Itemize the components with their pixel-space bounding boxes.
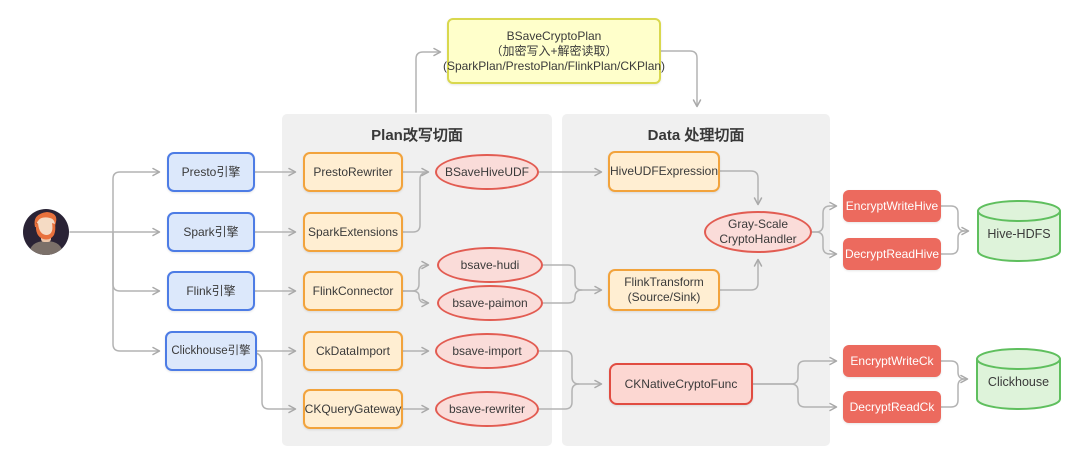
decrypt-read-ck-node: DecryptReadCk bbox=[843, 391, 941, 423]
clickhouse-db-label: Clickhouse bbox=[987, 375, 1050, 390]
flink-engine-node: Flink引擎 bbox=[167, 271, 255, 311]
decrypt-read-ck-label: DecryptReadCk bbox=[849, 399, 935, 414]
hive-udf-expression-node: HiveUDFExpression bbox=[608, 151, 720, 192]
presto-rewriter-node: PrestoRewriter bbox=[303, 152, 403, 192]
presto-rewriter-label: PrestoRewriter bbox=[313, 164, 393, 179]
hive-hdfs-label: Hive-HDFS bbox=[987, 227, 1051, 242]
flink-transform-line1: FlinkTransform bbox=[624, 275, 704, 289]
flink-connector-label: FlinkConnector bbox=[312, 283, 394, 298]
flink-transform-line2: (Source/Sink) bbox=[627, 290, 701, 304]
presto-engine-label: Presto引擎 bbox=[181, 164, 241, 179]
bsave-hudi-node: bsave-hudi bbox=[437, 247, 543, 283]
encrypt-write-hive-label: EncryptWriteHive bbox=[845, 198, 939, 213]
decrypt-read-hive-node: DecryptReadHive bbox=[843, 238, 941, 270]
clickhouse-engine-label: Clickhouse引擎 bbox=[171, 344, 251, 357]
gray-scale-crypto-handler-node: Gray-Scale CryptoHandler bbox=[704, 211, 812, 253]
bsave-paimon-node: bsave-paimon bbox=[437, 285, 543, 321]
ck-native-crypto-func-label: CKNativeCryptoFunc bbox=[624, 376, 738, 391]
flink-connector-node: FlinkConnector bbox=[303, 271, 403, 311]
bsave-hive-udf-label: BSaveHiveUDF bbox=[444, 164, 530, 179]
ck-query-gateway-label: CKQueryGateway bbox=[304, 401, 402, 416]
presto-engine-node: Presto引擎 bbox=[167, 152, 255, 192]
encrypt-write-hive-node: EncryptWriteHive bbox=[843, 190, 941, 222]
crypto-plan-line1: BSaveCryptoPlan bbox=[506, 28, 602, 43]
flink-transform-node: FlinkTransform (Source/Sink) bbox=[608, 269, 720, 311]
spark-extensions-label: SparkExtensions bbox=[307, 224, 399, 239]
bsave-import-label: bsave-import bbox=[452, 343, 522, 358]
database-cylinder-icon bbox=[977, 200, 1061, 262]
gray-scale-line1: Gray-Scale bbox=[727, 217, 789, 231]
crypto-plan-line2: （加密写入+解密读取） bbox=[490, 43, 618, 58]
ck-query-gateway-node: CKQueryGateway bbox=[303, 389, 403, 429]
user-avatar-icon bbox=[22, 208, 70, 256]
ck-native-crypto-func-node: CKNativeCryptoFunc bbox=[609, 363, 753, 405]
bsave-rewriter-node: bsave-rewriter bbox=[435, 391, 539, 427]
crypto-plan-line3: (SparkPlan/PrestoPlan/FlinkPlan/CKPlan) bbox=[442, 58, 666, 73]
bsave-hive-udf-node: BSaveHiveUDF bbox=[435, 154, 539, 190]
decrypt-read-hive-label: DecryptReadHive bbox=[844, 246, 940, 261]
ck-data-import-node: CkDataImport bbox=[303, 331, 403, 371]
data-panel-title: Data 处理切面 bbox=[647, 127, 745, 144]
clickhouse-engine-node: Clickhouse引擎 bbox=[165, 331, 257, 371]
clickhouse-database: Clickhouse bbox=[974, 346, 1063, 412]
spark-engine-label: Spark引擎 bbox=[183, 224, 239, 239]
ck-data-import-label: CkDataImport bbox=[315, 343, 391, 358]
spark-engine-node: Spark引擎 bbox=[167, 212, 255, 252]
spark-extensions-node: SparkExtensions bbox=[303, 212, 403, 252]
database-cylinder-icon bbox=[976, 348, 1061, 410]
bsave-rewriter-label: bsave-rewriter bbox=[448, 401, 526, 416]
hive-hdfs-database: Hive-HDFS bbox=[975, 198, 1063, 264]
plan-panel-title: Plan改写切面 bbox=[371, 127, 463, 144]
encrypt-write-ck-node: EncryptWriteCk bbox=[843, 345, 941, 377]
bsave-crypto-plan-node: BSaveCryptoPlan （加密写入+解密读取） (SparkPlan/P… bbox=[443, 18, 665, 84]
encrypt-write-ck-label: EncryptWriteCk bbox=[850, 353, 934, 368]
gray-scale-line2: CryptoHandler bbox=[719, 232, 797, 246]
hive-udf-expression-label: HiveUDFExpression bbox=[609, 164, 719, 178]
bsave-paimon-label: bsave-paimon bbox=[452, 295, 528, 310]
flink-engine-label: Flink引擎 bbox=[186, 283, 236, 298]
bsave-import-node: bsave-import bbox=[435, 333, 539, 369]
bsave-hudi-label: bsave-hudi bbox=[460, 257, 520, 272]
